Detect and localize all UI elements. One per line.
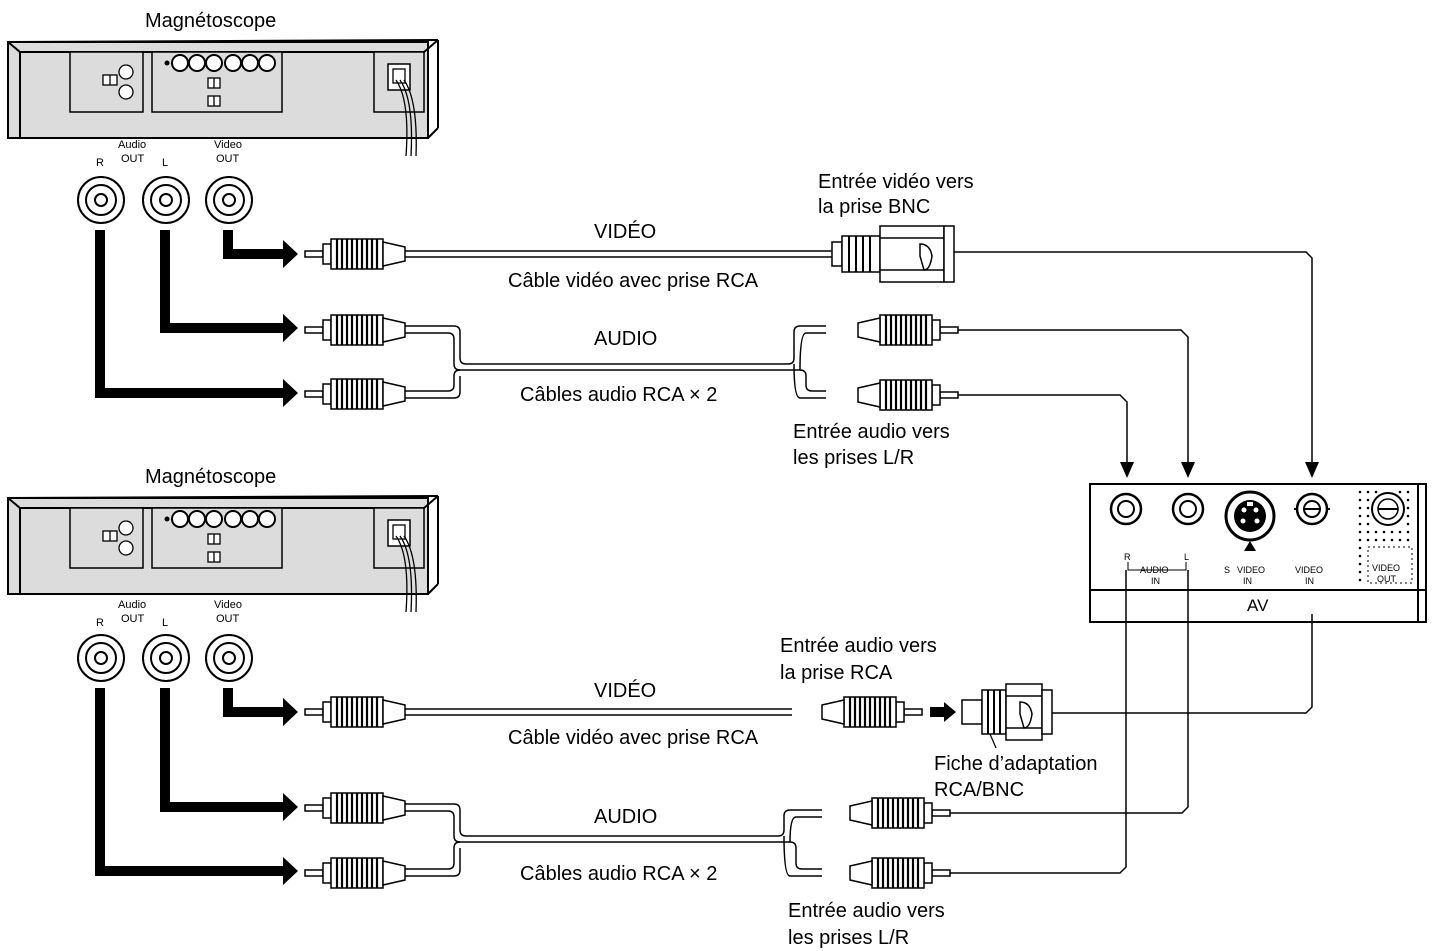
jack-audio-r-top xyxy=(77,176,125,224)
jack-label-video-out-bottom: OUT xyxy=(216,613,240,625)
panel-name: AV xyxy=(1247,596,1269,615)
audio-lines-to-panel-top xyxy=(958,329,1189,470)
plug-audio-l-right-bottom xyxy=(850,798,950,828)
panel-label-audio: AUDIO xyxy=(1140,565,1169,575)
video-cable-caption-bottom: Câble vidéo avec prise RCA xyxy=(508,727,759,749)
video-line-to-panel-top xyxy=(954,251,1313,470)
jack-label-r-top: R xyxy=(96,157,104,169)
jack-label-l-bottom: L xyxy=(162,617,168,629)
arrow-audio-r-in-top xyxy=(1120,462,1134,478)
jack-audio-l-top xyxy=(142,176,190,224)
adapter-label-line1: Fiche d’adaptation xyxy=(934,753,1097,775)
plug-video-left-top xyxy=(303,237,407,271)
plug-audio-l-left-top xyxy=(303,313,407,347)
plug-audio-l-left-bottom xyxy=(303,791,407,825)
vcr-label-bottom: Magnétoscope xyxy=(145,466,276,488)
arrow-audio-l-in-top xyxy=(1181,462,1195,478)
audio-input-line1-bottom: Entrée audio vers xyxy=(788,900,945,922)
plug-audio-l-right-top xyxy=(858,315,958,345)
adapter-arrow xyxy=(930,702,956,722)
audio-input-line2-bottom: les prises L/R xyxy=(788,927,909,949)
vcr-bottom xyxy=(7,495,439,613)
panel-jack-audio-r xyxy=(1109,492,1143,526)
audio-cable-label-top: AUDIO xyxy=(594,328,657,350)
audio-input-line2-top: les prises L/R xyxy=(793,447,914,469)
vcr-label-top: Magnétoscope xyxy=(145,10,276,32)
jack-label-l-top: L xyxy=(162,157,168,169)
panel-label-s-video: VIDEO xyxy=(1237,565,1265,575)
panel-label-audio-in: IN xyxy=(1151,576,1160,586)
jack-label-audio-top: Audio xyxy=(118,139,146,151)
video-cable-label-bottom: VIDÉO xyxy=(594,679,656,702)
bnc-input-line2-top: la prise BNC xyxy=(818,196,930,218)
panel-jack-video-in xyxy=(1294,492,1330,526)
panel-label-video-in: IN xyxy=(1305,576,1314,586)
video-cable-bottom xyxy=(405,708,792,716)
jack-label-out-top: OUT xyxy=(121,153,145,165)
plug-audio-r-left-top xyxy=(303,377,407,411)
plug-audio-r-right-bottom xyxy=(850,858,950,888)
jack-video-top xyxy=(205,176,253,224)
audio-cable-caption-top: Câbles audio RCA × 2 xyxy=(520,384,717,406)
panel-label-s-video-in: IN xyxy=(1243,576,1252,586)
video-cable-top xyxy=(405,250,832,258)
bnc-input-line1-top: Entrée vidéo vers xyxy=(818,171,974,193)
panel-label-video: VIDEO xyxy=(1295,565,1323,575)
audio-cable-top xyxy=(405,325,826,399)
jack-label-video-top: Video xyxy=(214,139,242,151)
jack-label-r-bottom: R xyxy=(96,617,104,629)
adapter-label-line2: RCA/BNC xyxy=(934,779,1024,801)
audio-cable-caption-bottom: Câbles audio RCA × 2 xyxy=(520,863,717,885)
panel-label-s: S xyxy=(1224,565,1230,575)
jack-label-video-bottom: Video xyxy=(214,599,242,611)
jack-label-audio-bottom: Audio xyxy=(118,599,146,611)
panel-jack-s-video xyxy=(1224,490,1276,551)
jack-audio-r-bottom xyxy=(77,634,125,682)
audio-cable-label-bottom: AUDIO xyxy=(594,806,657,828)
rca-bnc-adapter xyxy=(961,683,1053,741)
jack-audio-l-bottom xyxy=(142,634,190,682)
bnc-plug-top xyxy=(831,225,955,283)
panel-audio-bracket xyxy=(1127,562,1187,571)
rca-input-line2-bottom: la prise RCA xyxy=(780,662,893,684)
rca-input-line1-bottom: Entrée audio vers xyxy=(780,635,937,657)
video-cable-caption-top: Câble vidéo avec prise RCA xyxy=(508,270,759,292)
thick-arrows-top xyxy=(95,230,298,407)
jack-label-video-out-top: OUT xyxy=(216,153,240,165)
adapter-pointer xyxy=(989,733,997,749)
video-line-to-panel-bottom xyxy=(1052,614,1313,714)
panel-label-r: R xyxy=(1124,552,1131,562)
panel-label-video-out: VIDEO xyxy=(1372,563,1400,573)
panel-label-l: L xyxy=(1184,552,1189,562)
panel-label-video-out-sub: OUT xyxy=(1377,574,1397,584)
av-panel xyxy=(1089,483,1427,623)
jack-label-out-bottom: OUT xyxy=(121,613,145,625)
audio-input-line1-top: Entrée audio vers xyxy=(793,421,950,443)
panel-jack-audio-l xyxy=(1171,492,1205,526)
arrow-video-in-top xyxy=(1305,462,1319,478)
jack-video-bottom xyxy=(205,634,253,682)
plug-audio-r-right-top xyxy=(858,380,958,410)
audio-lines-to-panel-bottom xyxy=(950,570,1189,874)
plug-audio-r-left-bottom xyxy=(303,856,407,890)
plug-video-right-bottom xyxy=(822,697,922,727)
video-cable-label-top: VIDÉO xyxy=(594,220,656,243)
audio-cable-bottom xyxy=(405,803,822,877)
plug-video-left-bottom xyxy=(303,695,407,729)
thick-arrows-bottom xyxy=(95,688,298,885)
